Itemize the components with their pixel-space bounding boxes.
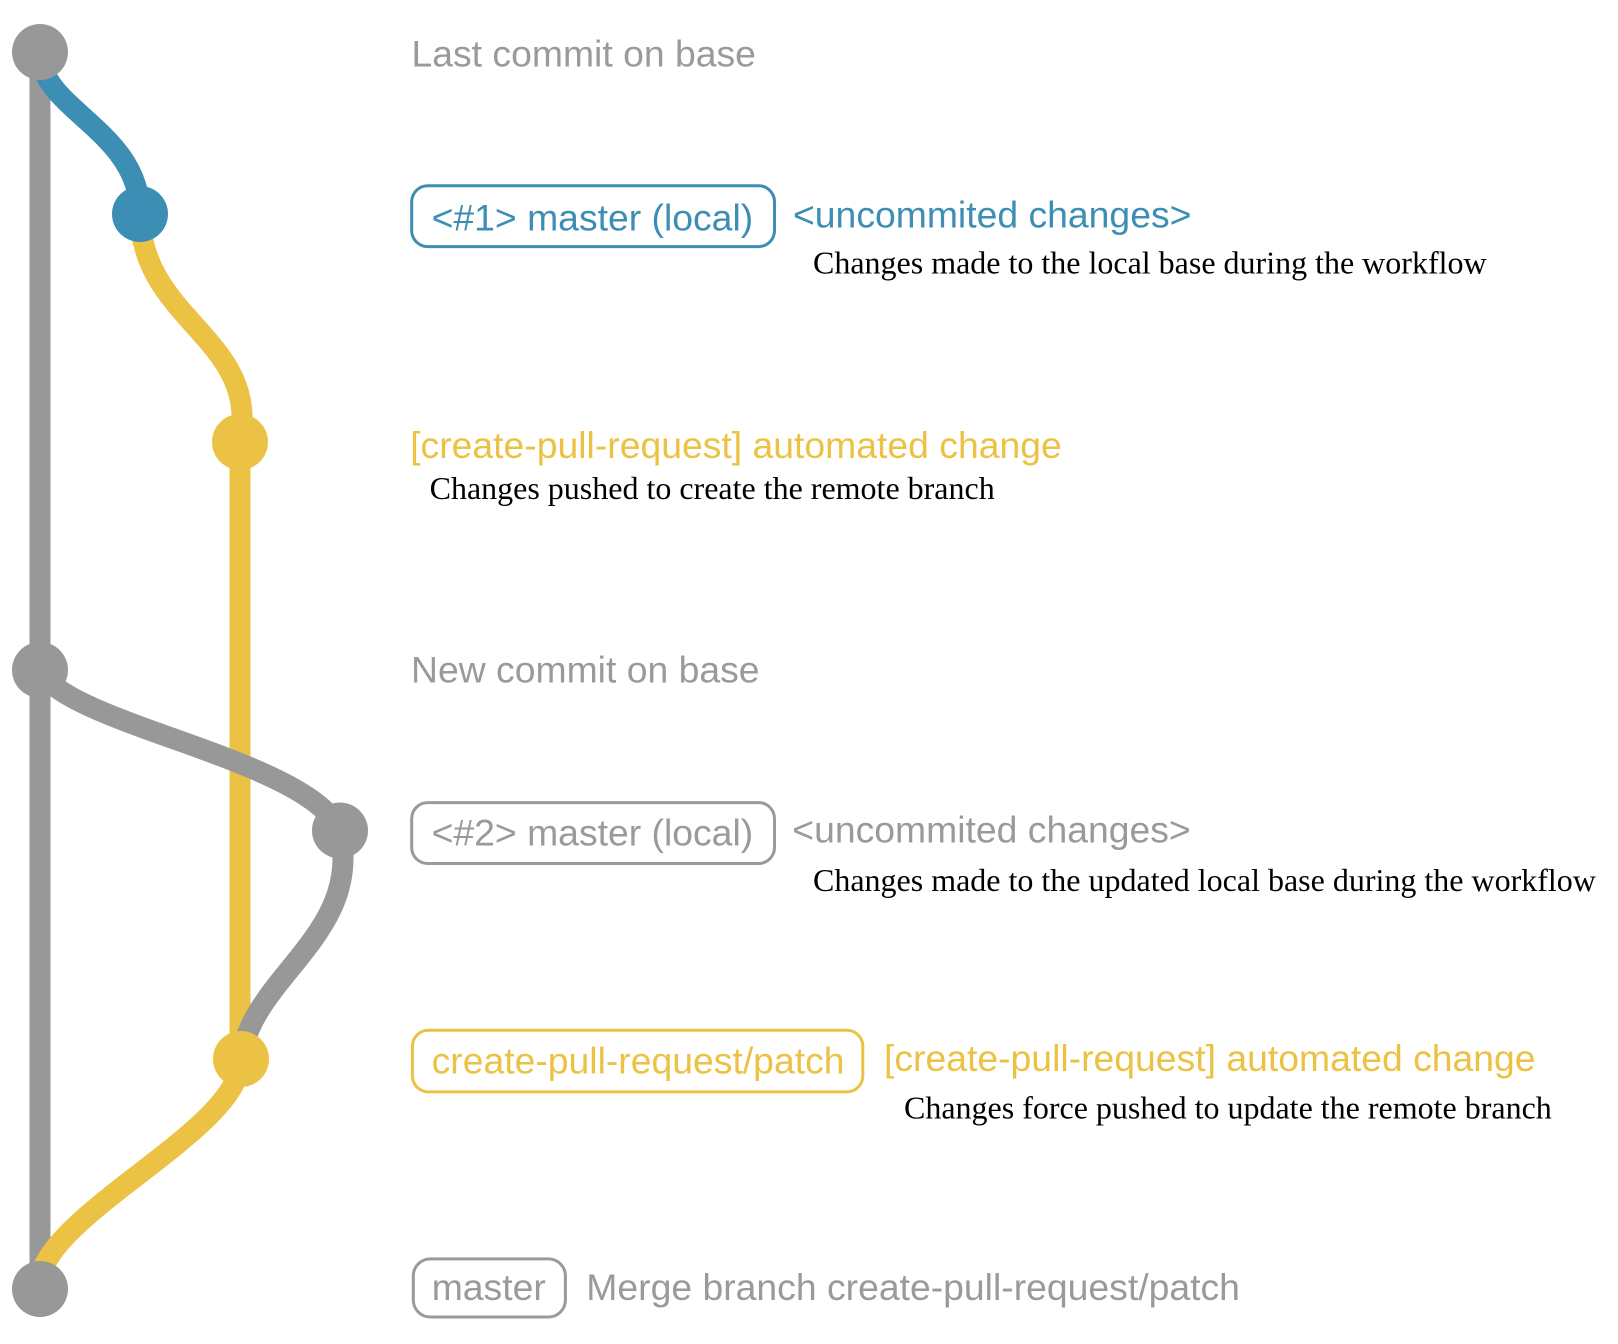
svg-text:<uncommited changes>: <uncommited changes>: [793, 194, 1191, 236]
svg-text:<#2> master (local): <#2> master (local): [432, 812, 754, 854]
svg-text:master: master: [432, 1266, 546, 1308]
svg-text:Changes made to the local base: Changes made to the local base during th…: [813, 244, 1487, 280]
svg-text:<#1> master (local): <#1> master (local): [432, 196, 754, 238]
svg-text:Merge branch create-pull-reque: Merge branch create-pull-request/patch: [586, 1266, 1240, 1308]
svg-text:Changes force pushed to update: Changes force pushed to update the remot…: [904, 1089, 1552, 1125]
svg-text:New commit on base: New commit on base: [411, 648, 760, 690]
svg-text:Last commit on base: Last commit on base: [412, 33, 756, 75]
svg-text:Changes made to the updated lo: Changes made to the updated local base d…: [813, 862, 1596, 898]
svg-text:Changes pushed to create the r: Changes pushed to create the remote bran…: [430, 470, 995, 506]
svg-text:[create-pull-request] automate: [create-pull-request] automated change: [884, 1037, 1536, 1079]
svg-text:create-pull-request/patch: create-pull-request/patch: [432, 1039, 845, 1081]
svg-text:<uncommited changes>: <uncommited changes>: [792, 809, 1190, 851]
svg-text:[create-pull-request] automate: [create-pull-request] automated change: [410, 424, 1062, 466]
